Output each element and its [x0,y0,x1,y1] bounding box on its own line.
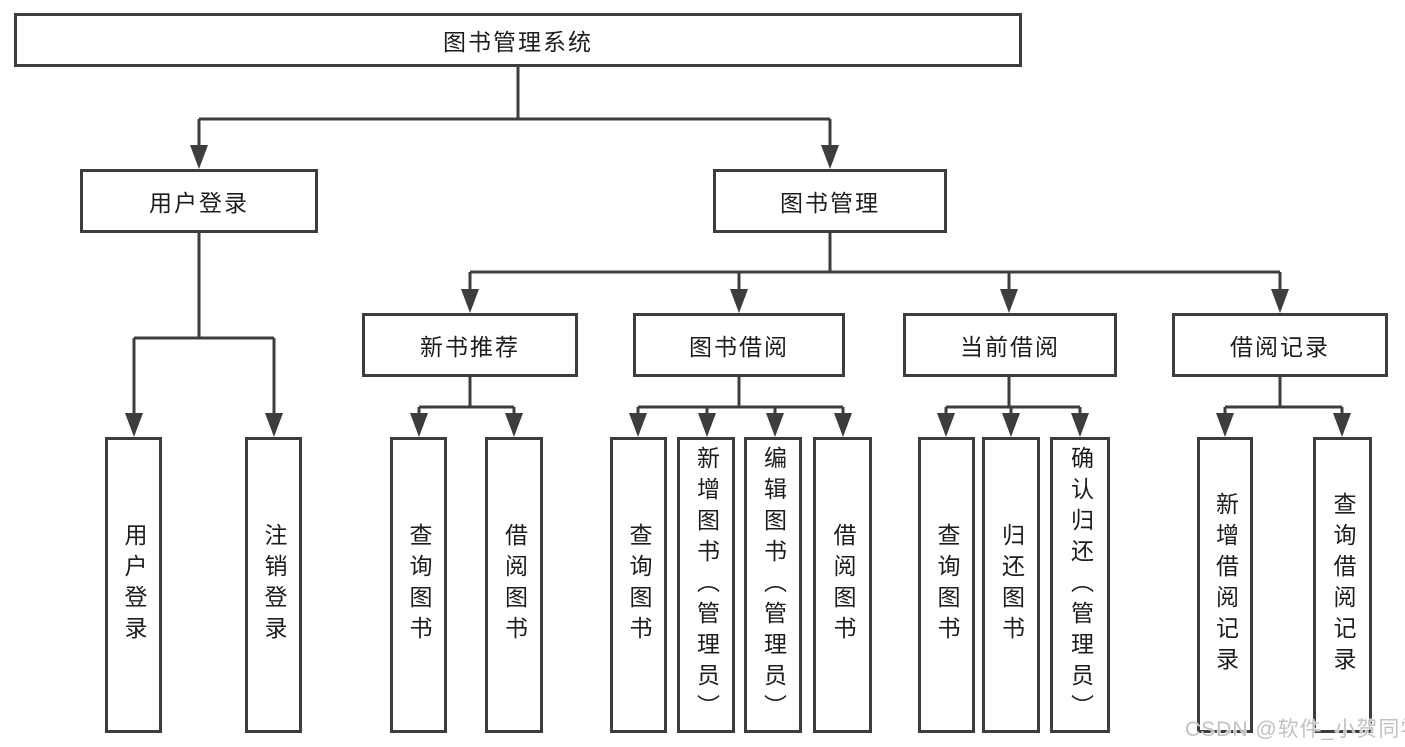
node-leaf-borrow-books-1: 借阅图书 [485,437,543,733]
arrowhead [1216,413,1234,437]
node-leaf-query-borrow-record: 查询借阅记录 [1313,437,1372,733]
arrowhead [461,289,479,313]
arrowhead [821,145,839,169]
arrowhead [505,413,523,437]
arrowhead [766,413,784,437]
node-label: 查询图书 [626,523,652,647]
arrowhead [410,413,428,437]
node-leaf-query-books-2: 查询图书 [610,437,667,733]
connector-bookborrow-to-leaves [636,377,845,415]
node-label: 查询图书 [406,523,432,647]
node-leaf-add-borrow-record: 新增借阅记录 [1197,437,1253,733]
arrowhead [1271,289,1289,313]
node-label: 借阅记录 [1230,334,1330,360]
node-borrowing-records: 借阅记录 [1172,313,1388,377]
arrowhead [629,413,647,437]
node-label: 归还图书 [998,523,1025,647]
node-label: 注销登录 [261,523,287,647]
arrowhead [698,413,716,437]
arrowhead [937,413,955,437]
node-leaf-query-books-1: 查询图书 [390,437,447,733]
csdn-watermark: CSDN @软件_小贺同学 [1185,718,1405,741]
node-label: 图书管理 [780,190,880,216]
connector-root-to-level2 [197,67,832,147]
node-label: 查询借阅记录 [1330,492,1356,678]
node-label: 查询图书 [934,523,960,647]
node-label: 图书管理系统 [443,29,593,55]
node-user-login: 用户登录 [80,169,318,233]
node-leaf-confirm-return-admin: 确认归还（管理员） [1050,437,1110,733]
arrowhead [1000,289,1018,313]
node-book-management-system: 图书管理系统 [14,13,1022,67]
connector-line-group [132,67,1344,415]
node-label: 借阅图书 [501,523,528,647]
node-leaf-query-books-3: 查询图书 [918,437,975,733]
arrowhead-group [125,145,1351,437]
connector-bookmgmt-to-level3 [468,233,1282,291]
node-label: 借阅图书 [830,523,856,647]
node-label: 新增借阅记录 [1212,492,1239,678]
node-label: 新增图书（管理员） [693,445,720,725]
arrowhead [1002,413,1020,437]
node-label: 图书借阅 [689,334,789,360]
node-label: 编辑图书（管理员） [760,445,787,725]
connector-currentborrow-to-leaves [944,377,1082,415]
node-label: 新书推荐 [420,334,520,360]
node-label: 用户登录 [121,523,147,647]
node-book-borrowing: 图书借阅 [633,313,845,377]
arrowhead [730,289,748,313]
node-new-book-recommend: 新书推荐 [362,313,578,377]
node-leaf-add-books-admin: 新增图书（管理员） [677,437,735,733]
arrowhead [1333,413,1351,437]
arrowhead [834,413,852,437]
connector-userlogin-to-leaves [132,233,276,415]
node-leaf-logout: 注销登录 [245,437,302,733]
node-label: 确认归还（管理员） [1067,445,1094,725]
node-label: 用户登录 [149,190,249,216]
node-book-management: 图书管理 [713,169,947,233]
node-leaf-user-login: 用户登录 [105,437,162,733]
node-leaf-borrow-books-2: 借阅图书 [813,437,872,733]
connector-newbook-to-leaves [417,377,516,415]
node-label: 当前借阅 [960,334,1060,360]
node-leaf-return-books: 归还图书 [982,437,1040,733]
arrowhead [125,413,143,437]
arrowhead [190,145,208,169]
node-leaf-edit-books-admin: 编辑图书（管理员） [744,437,802,733]
arrowhead [1071,413,1089,437]
arrowhead [265,413,283,437]
connector-records-to-leaves [1223,377,1344,415]
node-current-borrowing: 当前借阅 [903,313,1117,377]
